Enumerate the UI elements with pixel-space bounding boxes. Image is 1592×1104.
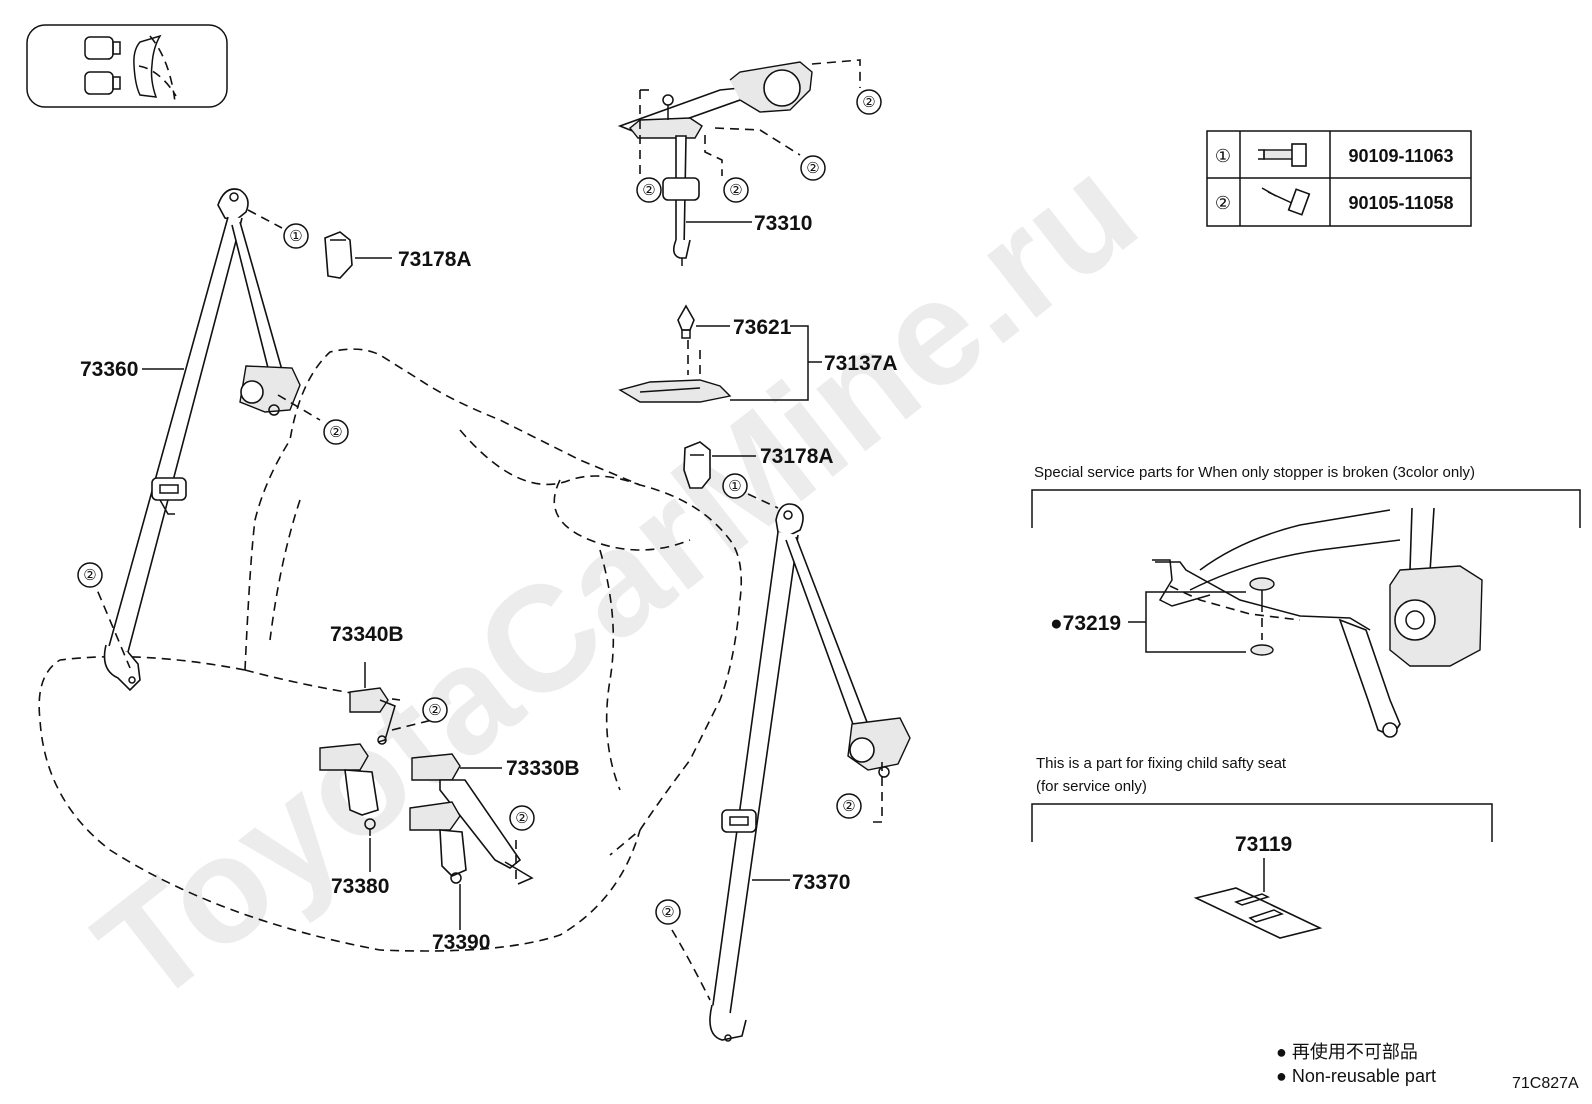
part-number-label: ●73219 bbox=[1050, 612, 1121, 635]
part-number-label: 73137A bbox=[824, 352, 898, 375]
leader bbox=[811, 59, 861, 88]
stopper-caption: Special service parts for When only stop… bbox=[1034, 464, 1475, 481]
buckle-73380 bbox=[319, 743, 379, 836]
svg-text:②: ② bbox=[428, 702, 441, 719]
bolt-table-row: ② 90105-11058 bbox=[1215, 187, 1454, 216]
callout-2: ② bbox=[77, 562, 103, 588]
callout-2: ② bbox=[856, 89, 882, 115]
center-buckle-73340b bbox=[349, 687, 396, 745]
right-shoulder-belt bbox=[709, 503, 911, 1042]
child-seat-anchor-plate bbox=[1193, 887, 1323, 939]
bracket-leader bbox=[730, 325, 809, 401]
svg-text:②: ② bbox=[806, 160, 819, 177]
vehicle-position-icon bbox=[26, 24, 228, 108]
callout-1: ① bbox=[283, 223, 309, 249]
part-number-label: 73360 bbox=[80, 358, 138, 381]
part-number-label: 73178A bbox=[398, 248, 472, 271]
svg-text:①: ① bbox=[289, 228, 302, 245]
leader bbox=[870, 762, 883, 823]
stopper-panel-bracket bbox=[1031, 489, 1581, 528]
part-number-label: 73178A bbox=[760, 445, 834, 468]
svg-text:②: ② bbox=[642, 182, 655, 199]
part-number-label: 73390 bbox=[432, 931, 490, 954]
part-number-label: 73380 bbox=[331, 875, 389, 898]
svg-text:②: ② bbox=[83, 567, 96, 584]
bolt-part-number: 90109-11063 bbox=[1348, 146, 1453, 166]
part-number-label: 73330B bbox=[506, 757, 580, 780]
bolt-ref: ① bbox=[1215, 146, 1231, 166]
part-number-label: 73119 bbox=[1235, 833, 1292, 856]
callout-2: ② bbox=[323, 419, 349, 445]
hex-bolt-icon bbox=[1261, 187, 1311, 216]
legend-non-reusable-jp: ● 再使用不可部品 bbox=[1276, 1042, 1418, 1062]
leader bbox=[247, 209, 283, 229]
svg-text:②: ② bbox=[842, 798, 855, 815]
belt-anchor-cover bbox=[683, 441, 711, 489]
leader bbox=[714, 127, 801, 156]
svg-text:②: ② bbox=[729, 182, 742, 199]
callout-2: ② bbox=[836, 793, 862, 819]
buckle-73390 bbox=[409, 801, 467, 884]
svg-text:②: ② bbox=[661, 904, 674, 921]
part-number-label: 73340B bbox=[330, 623, 404, 646]
belt-anchor-cover bbox=[324, 231, 353, 279]
callout-2: ② bbox=[723, 177, 749, 203]
callout-2: ② bbox=[509, 805, 535, 831]
callout-2: ② bbox=[636, 177, 662, 203]
leader bbox=[704, 135, 723, 176]
svg-text:②: ② bbox=[515, 810, 528, 827]
callout-2: ② bbox=[422, 697, 448, 723]
child-seat-panel-bracket bbox=[1031, 803, 1493, 842]
part-number-label: 73310 bbox=[754, 212, 812, 235]
child-seat-caption-1: This is a part for fixing child safty se… bbox=[1036, 755, 1287, 772]
svg-text:②: ② bbox=[862, 94, 875, 111]
buckle-73330b bbox=[411, 753, 534, 885]
leader bbox=[671, 929, 711, 1001]
callout-2: ② bbox=[655, 899, 681, 925]
legend-non-reusable-en: ● Non-reusable part bbox=[1276, 1066, 1436, 1086]
callout-2: ② bbox=[800, 155, 826, 181]
center-belt-retractor bbox=[617, 61, 813, 266]
child-seat-caption-2: (for service only) bbox=[1036, 778, 1147, 795]
part-number-label: 73370 bbox=[792, 871, 850, 894]
flange-bolt-icon bbox=[1258, 143, 1307, 167]
leader bbox=[747, 493, 779, 509]
callout-1: ① bbox=[722, 473, 748, 499]
retractor-cover-trim bbox=[618, 379, 732, 403]
leader bbox=[91, 577, 131, 669]
left-shoulder-belt bbox=[103, 188, 301, 692]
figure-code: 71C827A bbox=[1512, 1075, 1579, 1092]
bolt-table-row: ① 90109-11063 bbox=[1215, 143, 1454, 167]
stopper-detail-drawing bbox=[1152, 507, 1483, 738]
svg-text:①: ① bbox=[728, 478, 741, 495]
bolt-ref: ② bbox=[1215, 193, 1231, 213]
leader bbox=[391, 719, 433, 731]
svg-text:②: ② bbox=[329, 424, 342, 441]
leader bbox=[277, 394, 321, 421]
bolt-part-number: 90105-11058 bbox=[1348, 193, 1453, 213]
bolt-table: ① 90109-11063 ② 90105-11058 bbox=[1206, 130, 1472, 227]
retaining-clip bbox=[677, 304, 695, 339]
part-number-label: 73621 bbox=[733, 316, 792, 339]
